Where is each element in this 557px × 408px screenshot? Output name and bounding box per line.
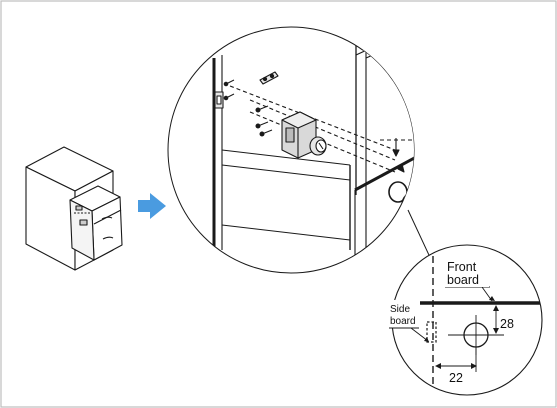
- side-board-label-line2: board: [390, 316, 416, 327]
- front-board-top-2: [365, 34, 414, 59]
- marker-arrow-down: [392, 149, 400, 157]
- guide-dash-3: [229, 85, 396, 151]
- drawer-board-edge: [354, 153, 414, 192]
- drawer-top-line-2: [221, 164, 351, 181]
- zoom-detail-small: Front board Side board 28 22: [388, 244, 543, 396]
- screws-lock: [255, 105, 273, 137]
- plate-hole-1: [262, 76, 268, 82]
- dim-height-arrow-top: [493, 305, 499, 311]
- lock-part-small-1: [75, 205, 83, 211]
- front-board-leader-arrow: [489, 296, 495, 301]
- drawer-bottom-line: [221, 224, 351, 241]
- dim-width-arrow-left: [435, 363, 441, 369]
- side-board-bracket: [426, 321, 437, 343]
- marker-arrow-left: [397, 163, 405, 173]
- side-board-label-bg: [388, 300, 420, 328]
- lock-part-small-2: [79, 219, 88, 226]
- drawer-handle-1: [101, 216, 113, 220]
- guide-dash-1: [249, 99, 396, 161]
- strike-plate-slot: [216, 95, 222, 105]
- side-board-label-line1: Side: [390, 304, 410, 315]
- front-board-label-line1: Front: [447, 260, 477, 274]
- side-board-leader-arrow: [424, 337, 429, 342]
- side-board-leader-diag: [410, 327, 429, 342]
- lock-body: [281, 111, 327, 159]
- front-board-label-line2: board: [447, 273, 479, 287]
- marker-arrow-up: [401, 211, 411, 221]
- front-board-label-bg: [445, 259, 489, 287]
- screws-strike: [223, 79, 235, 101]
- direction-arrow: [138, 193, 166, 219]
- dim-height-label: 28: [500, 317, 514, 331]
- front-board-fill: [355, 35, 414, 190]
- zoom-detail-large: [167, 26, 415, 274]
- plate-hole-2: [269, 73, 275, 79]
- drawer-top-line: [221, 149, 351, 166]
- dim-height-arrow-bottom: [493, 328, 499, 334]
- dim-width-label: 22: [449, 371, 463, 385]
- cabinet-illustration: [25, 146, 123, 271]
- open-drawer-side: [69, 199, 95, 261]
- dim-width-arrow-right: [471, 363, 477, 369]
- drawer-handle-2: [102, 236, 114, 240]
- front-board-top: [355, 29, 411, 56]
